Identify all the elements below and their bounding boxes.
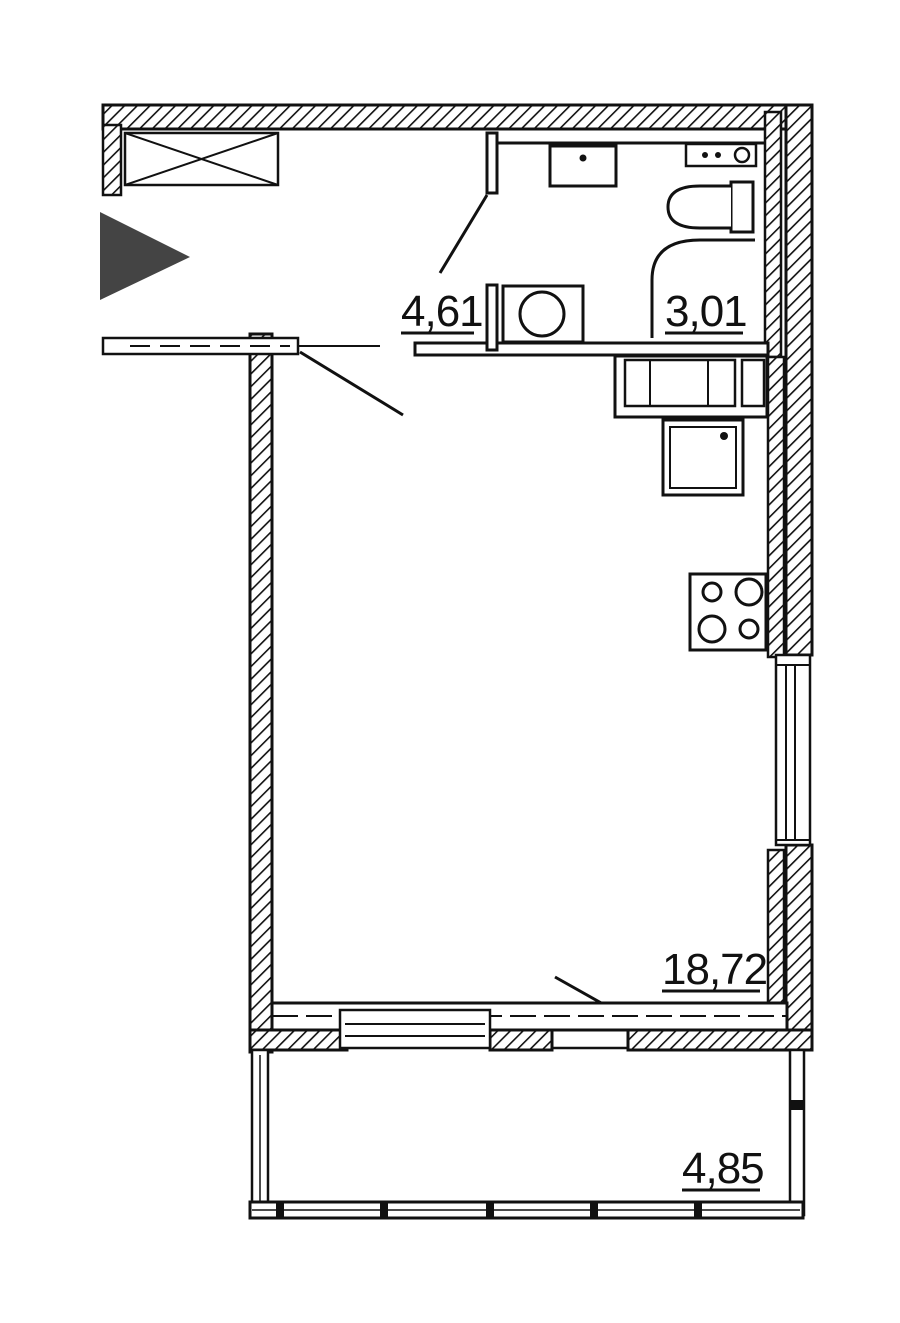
wall-bottom-mid	[488, 1028, 554, 1052]
wardrobe-icon	[613, 354, 769, 419]
hall-area-label: 4,61	[401, 287, 483, 336]
balcony-right-rail	[788, 1048, 806, 1217]
wall-left-living	[248, 332, 274, 1054]
washing-machine-icon	[501, 284, 585, 344]
kitchen-sink-icon	[661, 418, 745, 497]
toilet-icon	[666, 180, 755, 234]
wall-bottom-right	[626, 1028, 814, 1052]
wall-bathroom-left-top	[485, 131, 499, 195]
wall-top	[101, 103, 814, 131]
kitchen-fixtures	[613, 354, 769, 652]
windows	[270, 653, 812, 1050]
balcony-posts	[276, 1100, 803, 1217]
balcony-area-label: 4,85	[682, 1144, 764, 1193]
wall-right-inner-2	[766, 355, 786, 659]
wall-left-upper	[101, 123, 123, 197]
wall-right-inner-3	[766, 848, 786, 1012]
bathroom-fixtures	[501, 142, 758, 344]
stove-icon	[688, 572, 768, 652]
wall-right-upper	[784, 103, 814, 657]
shelf-icon	[684, 142, 758, 168]
wall-bathroom-bottom	[413, 341, 770, 357]
wall-right-lower	[784, 843, 814, 1052]
bathroom-door-leaf	[438, 194, 489, 274]
wall-right-inner	[763, 110, 783, 359]
window-right	[774, 653, 812, 847]
wall-bathroom-left-bottom	[485, 283, 499, 352]
hall-door-leaf	[299, 350, 404, 417]
living-room-area-label: 18,72	[662, 945, 767, 994]
entrance-arrow-icon	[100, 212, 190, 300]
sink-icon	[548, 144, 618, 188]
shower-icon	[650, 238, 755, 338]
area-labels: 4,61 3,01 18,72 4,85	[401, 287, 768, 1193]
window-bottom	[270, 1001, 789, 1050]
bathroom-area-label: 3,01	[665, 287, 747, 336]
shaft	[123, 131, 280, 187]
balcony	[248, 1048, 806, 1220]
wall-bottom-left	[248, 1028, 349, 1052]
